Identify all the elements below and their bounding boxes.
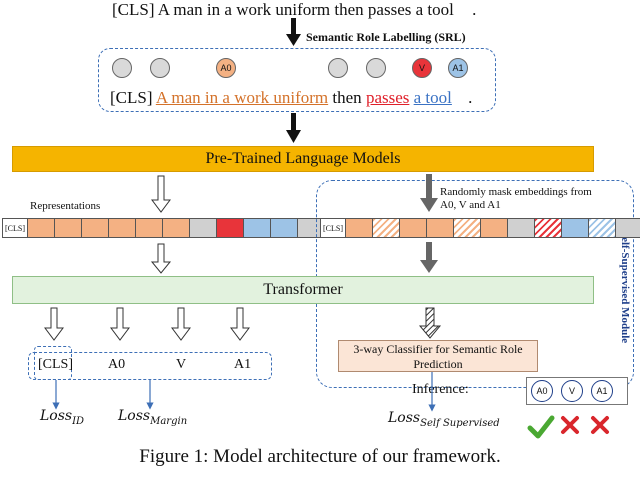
rep-cell: [270, 218, 298, 238]
rep-cell: [54, 218, 82, 238]
tagged-cls: [CLS]: [110, 88, 153, 107]
tagged-then: then: [332, 88, 362, 107]
tagged-sentence: [CLS] A man in a work uniform then passe…: [110, 88, 472, 108]
output-cls: [CLS]: [38, 357, 73, 372]
masked-cell-hatched: [588, 218, 616, 238]
loss-id-base: Loss: [40, 408, 73, 424]
inference-a1-circle: A1: [591, 380, 613, 402]
rep-cell: [27, 218, 55, 238]
plm-label: Pre-Trained Language Models: [205, 150, 401, 167]
masked-cell: [507, 218, 535, 238]
output-a1: A1: [234, 357, 252, 372]
tagged-a1: a tool: [413, 88, 452, 107]
srl-circle: [328, 58, 348, 78]
output-a0: A0: [108, 357, 126, 372]
rep-hollow-arrow: [151, 175, 171, 213]
loss-margin: LossMargin: [118, 408, 187, 427]
plm-block: Pre-Trained Language Models: [12, 146, 594, 172]
masked-cell-hatched: [453, 218, 481, 238]
srl-circle-a1: A1: [448, 58, 468, 78]
classifier-block: 3-way Classifier for Semantic Role Predi…: [338, 340, 538, 372]
tagged-period: .: [468, 88, 473, 107]
input-sentence: [CLS] A man in a work uniform then passe…: [112, 0, 476, 20]
mask-label: Randomly mask embeddings from A0, V and …: [440, 186, 592, 211]
figure-caption: Figure 1: Model architecture of our fram…: [139, 446, 501, 467]
loss-self-base: Loss: [388, 410, 421, 426]
input-sentence-text: [CLS] A man in a work uniform then passe…: [112, 0, 454, 19]
srl-circle-a0: A0: [216, 58, 236, 78]
inference-a0-circle: A0: [531, 380, 553, 402]
srl-circle: [150, 58, 170, 78]
check-icon: [527, 415, 555, 439]
loss-self-supervised: LossSelf Supervised: [388, 410, 500, 429]
transformer-hollow-arrow: [150, 243, 172, 274]
representation-row: [CLS]: [2, 218, 325, 238]
input-sentence-period: .: [472, 0, 477, 19]
inference-v-circle: V: [561, 380, 583, 402]
representations-label: Representations: [30, 200, 101, 212]
masked-cell: [399, 218, 427, 238]
masked-cell: [561, 218, 589, 238]
masked-cell: [345, 218, 373, 238]
srl-label: Semantic Role Labelling (SRL): [306, 30, 466, 44]
rep-cell: [135, 218, 163, 238]
srl-circle: [112, 58, 132, 78]
output-hollow-arrows: [44, 307, 250, 341]
transformer-block: Transformer: [12, 276, 594, 304]
srl-box: [98, 48, 496, 112]
loss-margin-base: Loss: [118, 408, 151, 424]
masked-cell-hatched: [372, 218, 400, 238]
srl-circle: [366, 58, 386, 78]
output-v: V: [176, 357, 187, 372]
loss-id: LossID: [40, 408, 84, 427]
masked-cell: [426, 218, 454, 238]
rep-cell: [243, 218, 271, 238]
output-box: [28, 352, 272, 380]
tagged-a0: A man in a work uniform: [155, 88, 329, 107]
rep-cell: [162, 218, 190, 238]
masked-cell: [480, 218, 508, 238]
tagged-verb: passes: [365, 88, 410, 107]
rep-cell: [81, 218, 109, 238]
classifier-label: 3-way Classifier for Semantic Role Predi…: [353, 342, 523, 371]
loss-self-sub: Self Supervised: [420, 417, 500, 429]
masked-row: [CLS]: [320, 218, 640, 238]
cross-icon: [561, 416, 579, 434]
rep-cell: [216, 218, 244, 238]
transformer-label: Transformer: [263, 281, 343, 298]
self-supervised-label: Self-Supervised Module: [619, 230, 631, 344]
srl-arrow: [286, 18, 301, 46]
masked-cls-cell: [CLS]: [320, 218, 346, 238]
rep-cell: [108, 218, 136, 238]
masked-cell-hatched: [534, 218, 562, 238]
rep-cell: [189, 218, 217, 238]
inference-label: Inference:: [412, 382, 469, 397]
loss-id-sub: ID: [72, 415, 85, 427]
masked-cell: [615, 218, 640, 238]
cls-output-highlight: [34, 346, 72, 380]
plm-input-arrow: [286, 113, 301, 143]
loss-margin-sub: Margin: [150, 415, 188, 427]
srl-circle-v: V: [412, 58, 432, 78]
representation-cls-cell: [CLS]: [2, 218, 28, 238]
cross-icon: [591, 416, 609, 434]
